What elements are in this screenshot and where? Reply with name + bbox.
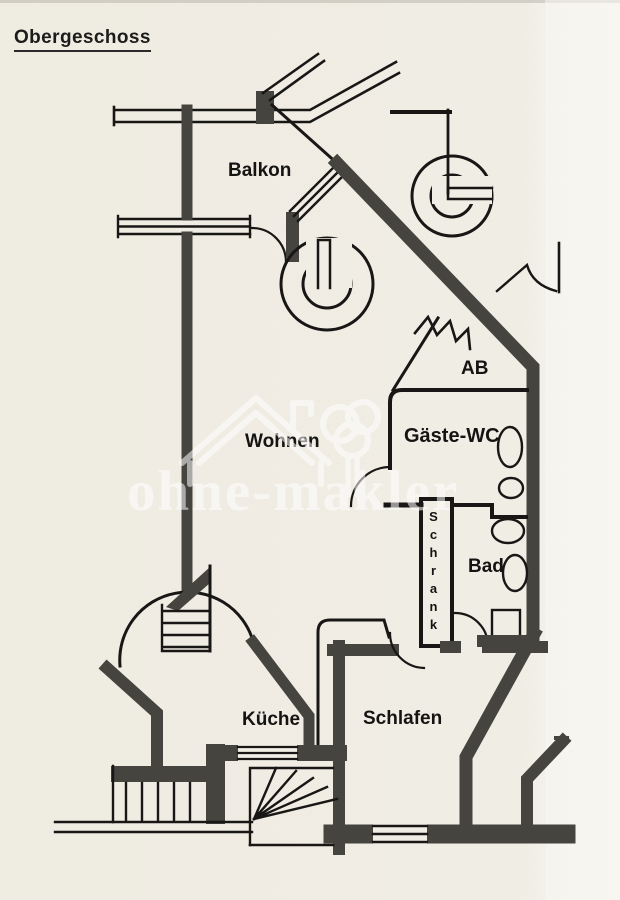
sink-icon (497, 476, 525, 500)
balcony-door-arc-icon (250, 226, 288, 264)
watermark: ohne-makler (127, 395, 459, 523)
ab-diagonal-wall (390, 315, 441, 393)
schlafen-room (316, 618, 576, 855)
wc-left-top-wall (388, 388, 529, 470)
room-label-schrank: Schrank (426, 509, 441, 635)
sink-icon (490, 517, 526, 545)
stair-landing-wall (111, 766, 207, 782)
stair-curved-wall (118, 590, 255, 668)
room-label-gaeste-wc: Gäste-WC (404, 425, 500, 447)
wc-door-arc-icon (349, 465, 392, 508)
kitchen-window (236, 745, 299, 761)
schlafen-right-wall (459, 625, 543, 833)
stair-handrail (53, 820, 254, 834)
exterior-walls (327, 153, 572, 834)
kitchen-stairs (53, 564, 347, 847)
schlafen-window (371, 824, 429, 844)
balcony-post (256, 91, 274, 124)
ab-sawtooth (413, 314, 472, 351)
house-icon (179, 395, 332, 487)
room-label-ab: AB (461, 358, 488, 379)
stair-treads (160, 603, 212, 653)
kitchen-diagonal-wall (245, 634, 315, 759)
balcony-window-caps (116, 214, 252, 239)
stair-divider-wall (206, 744, 225, 824)
roof-slope-line (269, 102, 342, 168)
stairwell-wall (98, 659, 163, 780)
stair-flight-treads (111, 764, 192, 824)
duct-wall (316, 618, 391, 750)
room-label-kueche: Küche (242, 709, 300, 730)
bad-top-wall (450, 503, 528, 519)
roof-window-icons (279, 154, 494, 332)
diagonal-window (288, 161, 348, 223)
roof-window-tab (316, 238, 332, 290)
balcony-structure (112, 52, 401, 264)
room-label-bad: Bad (468, 556, 504, 577)
roof-opening-line (495, 262, 558, 293)
watermark-text: ohne-makler (127, 460, 459, 523)
balcony-railing-bottom (113, 71, 401, 124)
tree-icon (320, 399, 381, 498)
room-label-balkon: Balkon (228, 160, 291, 181)
stair-wedge (166, 567, 210, 611)
ab-room (390, 314, 472, 393)
winder-stair-edge (248, 766, 335, 847)
page-title: Obergeschoss (14, 27, 151, 52)
schlafen-door-arc-icon (388, 631, 426, 670)
toilet-icon (496, 425, 524, 469)
wc-bad-cluster (349, 388, 548, 653)
dormer-walls (390, 108, 452, 195)
schlafen-right-diagonal (521, 732, 572, 834)
balcony-railing-top (113, 60, 398, 112)
roof-diagonal-wall (327, 153, 540, 650)
room-label-schlafen: Schlafen (363, 708, 442, 729)
shower-icon (490, 608, 522, 639)
winder-stair-treads (252, 766, 339, 821)
paper-light-strip (545, 0, 620, 900)
toilet-icon (501, 553, 529, 593)
roof-edge-lines (261, 52, 326, 102)
